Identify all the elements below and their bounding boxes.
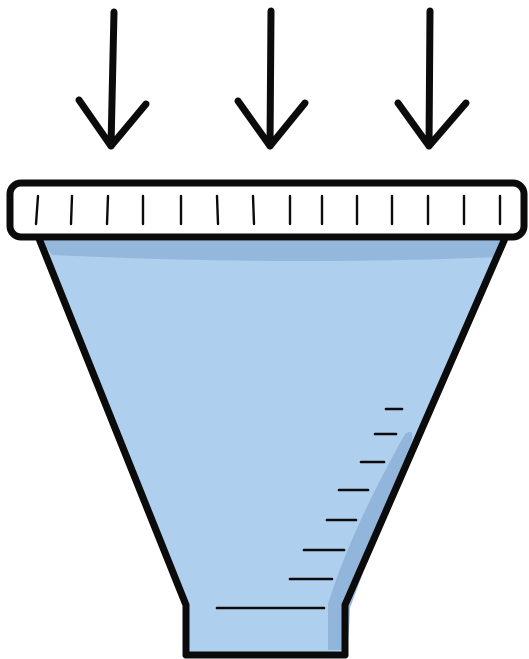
funnel-body [38,236,506,655]
funnel-icon [38,236,506,655]
down-arrow-icon [238,11,305,146]
arrows-group [79,11,466,146]
down-arrow-icon [398,11,466,146]
funnel-rim [10,183,524,237]
down-arrow-icon [79,12,146,146]
